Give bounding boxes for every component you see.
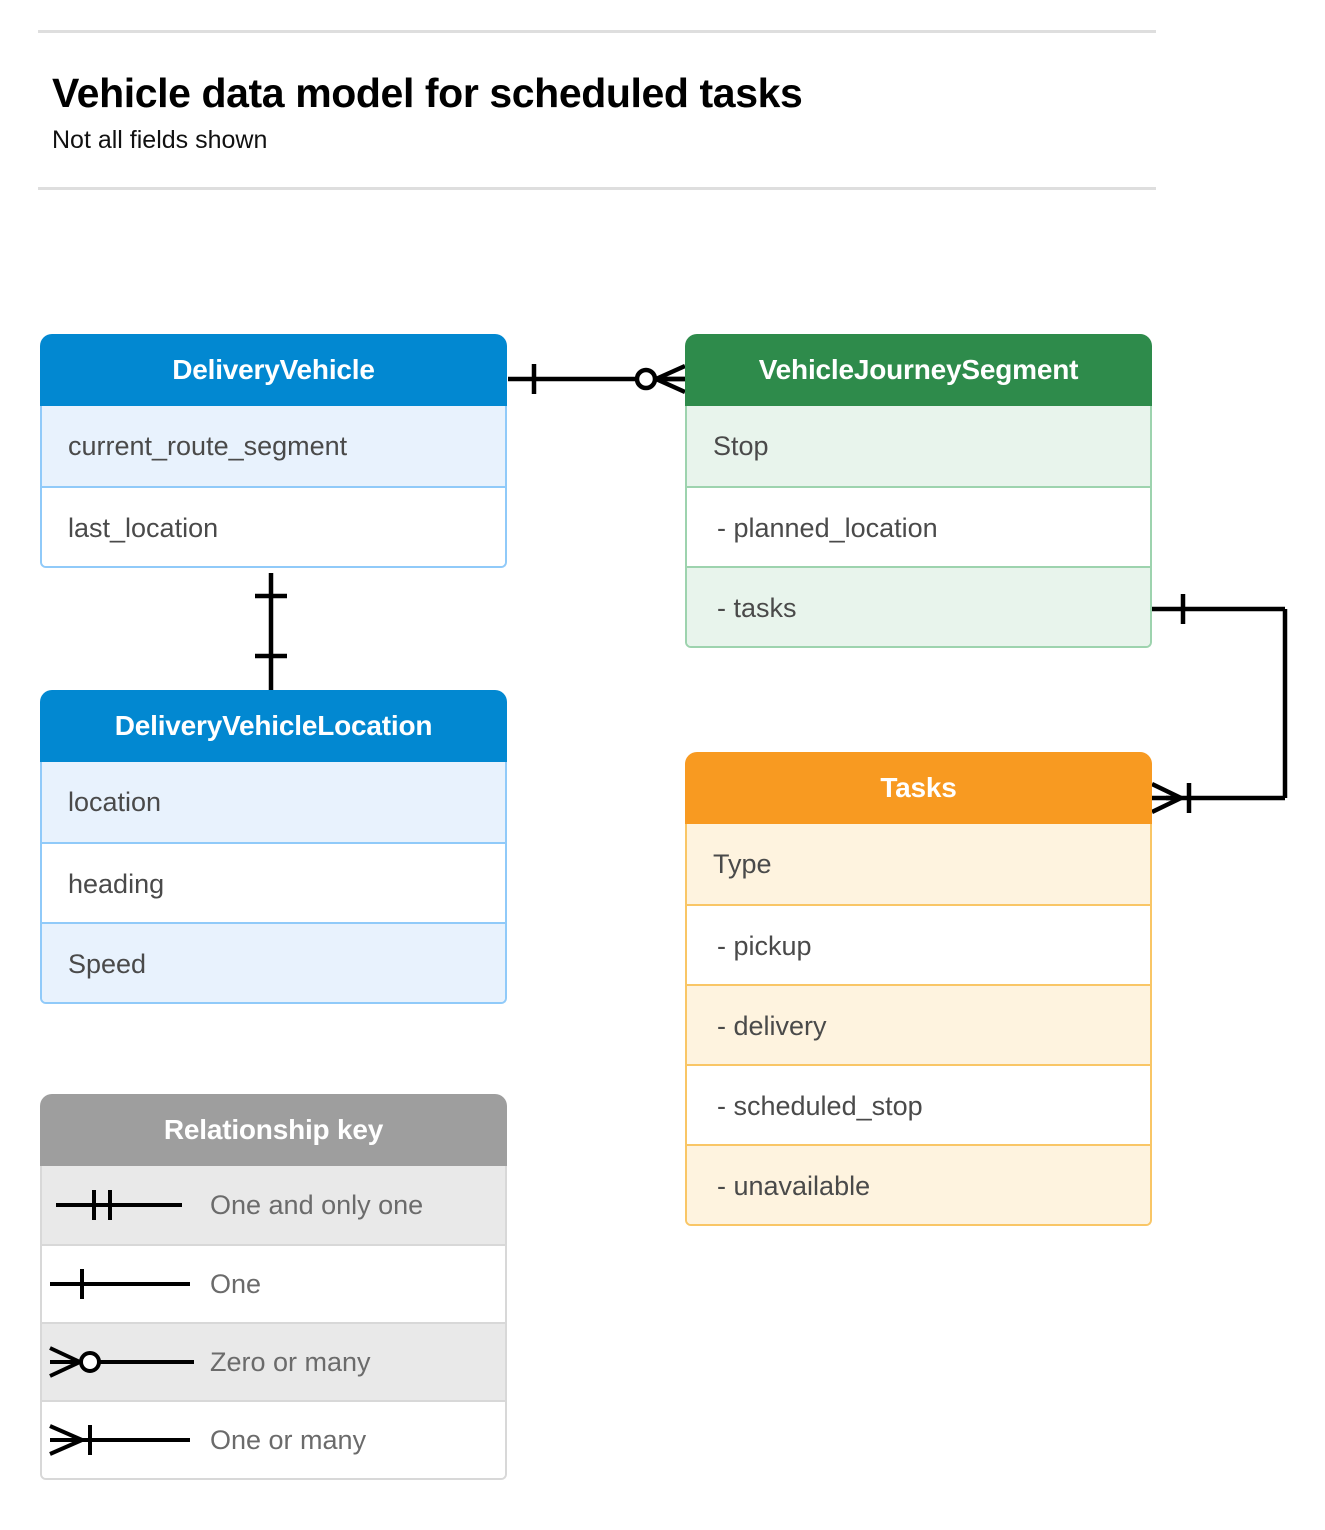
entity-field-row[interactable]: current_route_segment <box>42 406 505 486</box>
relationship-key-title: Relationship key <box>40 1094 507 1166</box>
entity-vehicle-journey-segment-title: VehicleJourneySegment <box>685 334 1152 406</box>
entity-field-row[interactable]: location <box>42 762 505 842</box>
entity-field-row[interactable]: - tasks <box>687 566 1150 646</box>
entity-vehicle-journey-segment-fields: Stop - planned_location - tasks <box>685 406 1152 648</box>
entity-vehicle-journey-segment[interactable]: VehicleJourneySegment Stop - planned_loc… <box>685 334 1152 648</box>
entity-field-row[interactable]: Type <box>687 824 1150 904</box>
entity-tasks-title: Tasks <box>685 752 1152 824</box>
entity-tasks[interactable]: Tasks Type - pickup - delivery - schedul… <box>685 752 1152 1226</box>
header-divider-top <box>38 30 1156 33</box>
entity-field-row[interactable]: - unavailable <box>687 1144 1150 1224</box>
one-and-only-one-icon <box>56 1190 182 1220</box>
header-divider-bottom-wrap <box>38 187 1156 190</box>
entity-field-row[interactable]: - delivery <box>687 984 1150 1064</box>
page-header: Vehicle data model for scheduled tasks N… <box>38 30 1156 190</box>
zero-or-many-icon <box>49 1346 194 1378</box>
page-title: Vehicle data model for scheduled tasks <box>52 70 803 116</box>
entity-tasks-fields: Type - pickup - delivery - scheduled_sto… <box>685 824 1152 1226</box>
one-icon <box>50 1269 190 1299</box>
relationship-key-legend: Relationship key One and only one One <box>40 1094 507 1480</box>
entity-field-row[interactable]: last_location <box>42 486 505 566</box>
legend-row-one: One <box>42 1244 505 1322</box>
entity-field-row[interactable]: Stop <box>687 406 1150 486</box>
entity-field-row[interactable]: - pickup <box>687 904 1150 984</box>
legend-label: One <box>210 1268 262 1299</box>
entity-delivery-vehicle[interactable]: DeliveryVehicle current_route_segment la… <box>40 334 507 568</box>
one-or-many-icon <box>49 1424 190 1456</box>
legend-row-one-and-only-one: One and only one <box>42 1166 505 1244</box>
legend-label: Zero or many <box>210 1346 371 1377</box>
entity-delivery-vehicle-location-fields: location heading Speed <box>40 762 507 1004</box>
entity-field-row[interactable]: heading <box>42 842 505 922</box>
legend-label: One and only one <box>210 1189 424 1220</box>
entity-delivery-vehicle-location-title: DeliveryVehicleLocation <box>40 690 507 762</box>
entity-field-row[interactable]: - planned_location <box>687 486 1150 566</box>
connector-journeysegment-tasks <box>1151 594 1288 815</box>
entity-delivery-vehicle-location[interactable]: DeliveryVehicleLocation location heading… <box>40 690 507 1004</box>
legend-row-zero-or-many: Zero or many <box>42 1322 505 1400</box>
legend-row-one-or-many: One or many <box>42 1400 505 1478</box>
relationship-key-rows: One and only one One Zero <box>40 1166 507 1480</box>
page-subtitle: Not all fields shown <box>52 126 268 154</box>
entity-delivery-vehicle-title: DeliveryVehicle <box>40 334 507 406</box>
entity-field-row[interactable]: Speed <box>42 922 505 1002</box>
legend-label: One or many <box>210 1424 367 1455</box>
entity-field-row[interactable]: - scheduled_stop <box>687 1064 1150 1144</box>
connector-deliveryvehicle-vehiclelocation <box>255 573 287 690</box>
header-divider-bottom <box>38 187 1156 190</box>
connector-deliveryvehicle-journeysegment <box>508 363 686 395</box>
entity-delivery-vehicle-fields: current_route_segment last_location <box>40 406 507 568</box>
